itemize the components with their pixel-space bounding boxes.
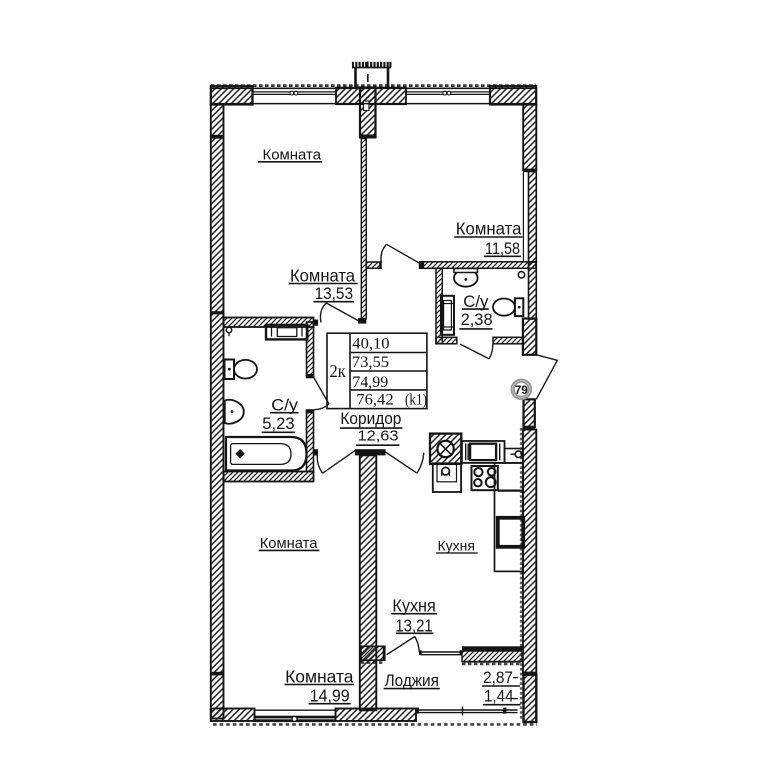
svg-text:40,10: 40,10 bbox=[352, 336, 390, 353]
svg-text:С/у: С/у bbox=[463, 292, 489, 311]
svg-text:13,53: 13,53 bbox=[315, 285, 353, 303]
svg-text:13,21: 13,21 bbox=[395, 616, 432, 636]
svg-text:Комната: Комната bbox=[263, 147, 322, 164]
svg-text:(k1): (k1) bbox=[405, 392, 427, 409]
svg-text:2к: 2к bbox=[330, 361, 346, 381]
svg-text:Кухня: Кухня bbox=[438, 538, 476, 553]
svg-text:74,99: 74,99 bbox=[352, 374, 388, 391]
svg-text:Комната: Комната bbox=[260, 535, 318, 552]
svg-text:С/у: С/у bbox=[271, 396, 298, 415]
svg-text:12,63: 12,63 bbox=[358, 429, 399, 445]
svg-text:79: 79 bbox=[515, 383, 529, 397]
svg-text:5,23: 5,23 bbox=[262, 415, 294, 433]
svg-text:Кухня: Кухня bbox=[392, 596, 435, 616]
svg-text:2,38: 2,38 bbox=[461, 311, 493, 329]
svg-text:1,44: 1,44 bbox=[484, 687, 514, 706]
svg-text:14,99: 14,99 bbox=[310, 686, 350, 706]
svg-text:Комната: Комната bbox=[285, 666, 354, 686]
svg-text:73,55: 73,55 bbox=[352, 354, 390, 371]
svg-text:Коридор: Коридор bbox=[340, 410, 401, 428]
svg-text:Комната: Комната bbox=[290, 265, 355, 285]
svg-text:76,42: 76,42 bbox=[356, 392, 393, 409]
svg-text:Комната: Комната bbox=[456, 218, 522, 238]
svg-text:11,58: 11,58 bbox=[485, 240, 520, 258]
svg-text:2,87: 2,87 bbox=[483, 668, 513, 687]
svg-text:Лоджия: Лоджия bbox=[385, 671, 439, 690]
